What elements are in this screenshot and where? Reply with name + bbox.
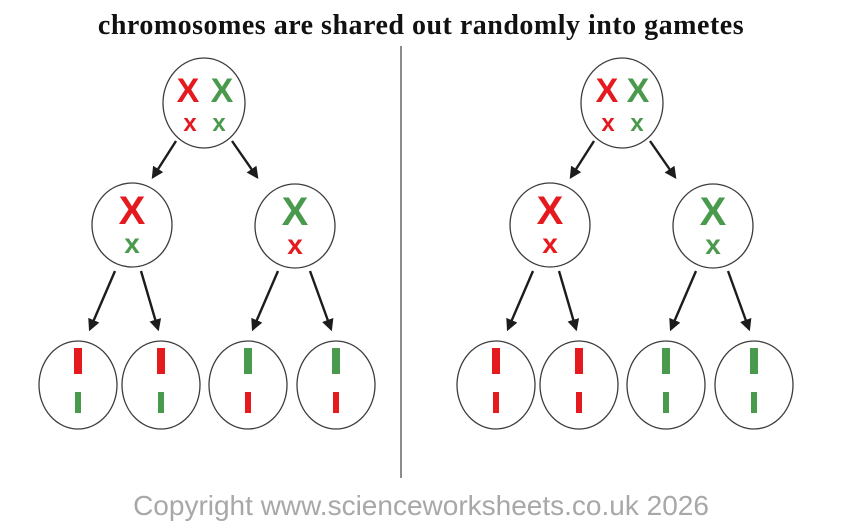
meiosis-tree-right: X X x x X x X x bbox=[456, 57, 794, 430]
arrow-parent-to-daughter-1 bbox=[151, 140, 178, 180]
small-chromosome-bar bbox=[493, 392, 499, 413]
daughter-cell-1 bbox=[91, 182, 173, 268]
small-chromosome-letter: x bbox=[601, 110, 615, 137]
arrow-daughter1-to-gamete-2 bbox=[557, 270, 580, 332]
gamete-cell-4 bbox=[714, 340, 794, 430]
large-chromosome-letter: X bbox=[627, 72, 650, 110]
gamete-cell-2 bbox=[539, 340, 619, 430]
parent-cell bbox=[162, 57, 246, 149]
large-chromosome-bar bbox=[492, 348, 500, 374]
large-chromosome-bar bbox=[74, 348, 82, 374]
arrow-daughter1-to-gamete-1 bbox=[506, 270, 535, 332]
large-chromosome-bar bbox=[575, 348, 583, 374]
daughter-cell-1 bbox=[509, 182, 591, 268]
daughter-cell-2 bbox=[254, 183, 336, 269]
small-chromosome-bar bbox=[576, 392, 582, 413]
small-chromosome-letter: x bbox=[705, 229, 721, 260]
arrow-parent-to-daughter-2 bbox=[649, 140, 677, 179]
copyright-text: Copyright www.scienceworksheets.co.uk 20… bbox=[133, 490, 709, 521]
small-chromosome-bar bbox=[245, 392, 251, 413]
arrow-daughter1-to-gamete-1 bbox=[88, 270, 117, 332]
gamete-cell-4 bbox=[296, 340, 376, 430]
parent-cell bbox=[580, 57, 664, 149]
gamete-cell-2 bbox=[121, 340, 201, 430]
page-title: chromosomes are shared out randomly into… bbox=[97, 10, 745, 41]
daughter-cell-2 bbox=[672, 183, 754, 269]
large-chromosome-letter: X bbox=[700, 190, 727, 234]
gamete-cell-1 bbox=[456, 340, 536, 430]
gamete-cell-3 bbox=[626, 340, 706, 430]
large-chromosome-bar bbox=[332, 348, 340, 374]
meiosis-tree-left: X X x x X x X x bbox=[38, 57, 376, 430]
small-chromosome-bar bbox=[75, 392, 81, 413]
small-chromosome-letter: x bbox=[630, 110, 644, 137]
arrow-daughter2-to-gamete-4 bbox=[308, 270, 334, 332]
large-chromosome-letter: X bbox=[177, 72, 200, 110]
large-chromosome-bar bbox=[244, 348, 252, 374]
small-chromosome-bar bbox=[663, 392, 669, 413]
small-chromosome-letter: x bbox=[287, 229, 303, 260]
large-chromosome-letter: X bbox=[211, 72, 234, 110]
small-chromosome-bar bbox=[333, 392, 339, 413]
small-chromosome-bar bbox=[751, 392, 757, 413]
large-chromosome-bar bbox=[157, 348, 165, 374]
small-chromosome-letter: x bbox=[183, 110, 197, 137]
large-chromosome-bar bbox=[750, 348, 758, 374]
large-chromosome-letter: X bbox=[537, 189, 564, 233]
small-chromosome-letter: x bbox=[212, 110, 226, 137]
small-chromosome-letter: x bbox=[542, 228, 558, 259]
large-chromosome-letter: X bbox=[119, 189, 146, 233]
gamete-cell-3 bbox=[208, 340, 288, 430]
arrow-daughter1-to-gamete-2 bbox=[139, 270, 162, 332]
arrow-daughter2-to-gamete-3 bbox=[669, 270, 698, 332]
large-chromosome-letter: X bbox=[596, 72, 619, 110]
arrow-parent-to-daughter-2 bbox=[231, 140, 259, 179]
large-chromosome-bar bbox=[662, 348, 670, 374]
arrow-parent-to-daughter-1 bbox=[569, 140, 596, 180]
small-chromosome-bar bbox=[158, 392, 164, 413]
divider-line bbox=[400, 46, 402, 478]
gamete-cell-1 bbox=[38, 340, 118, 430]
arrow-daughter2-to-gamete-4 bbox=[726, 270, 752, 332]
arrow-daughter2-to-gamete-3 bbox=[251, 270, 280, 332]
large-chromosome-letter: X bbox=[282, 190, 309, 234]
small-chromosome-letter: x bbox=[124, 228, 140, 259]
